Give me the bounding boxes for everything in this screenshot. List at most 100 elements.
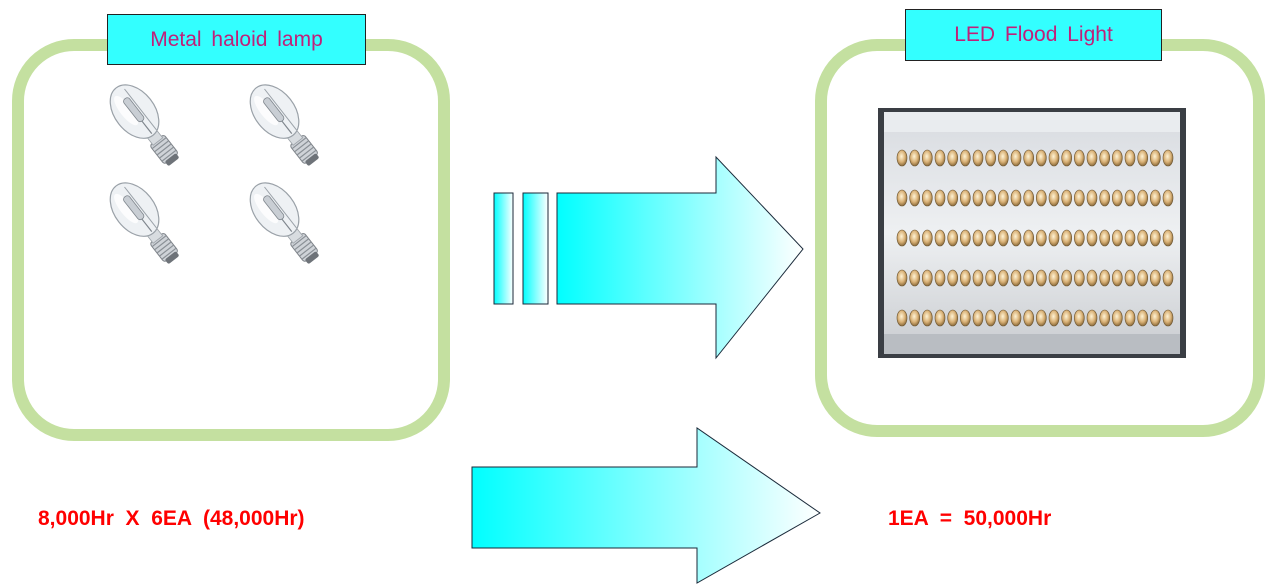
led-emitter: [934, 189, 946, 207]
led-emitter: [909, 269, 921, 287]
led-emitter: [1099, 269, 1110, 287]
led-emitter: [1023, 309, 1034, 327]
led-emitter: [1149, 269, 1161, 287]
led-emitter: [1149, 149, 1161, 167]
led-emitter: [1124, 309, 1136, 327]
led-flood-light-label: LED Flood Light: [905, 9, 1162, 61]
led-emitter: [1036, 309, 1047, 327]
led-emitter: [947, 149, 958, 167]
led-emitter: [896, 309, 908, 327]
led-emitter: [985, 269, 996, 287]
led-emitter: [1162, 149, 1174, 167]
led-emitter: [1149, 229, 1161, 247]
led-emitter: [909, 149, 921, 167]
led-emitter: [896, 149, 908, 167]
led-emitter: [934, 269, 946, 287]
led-emitter: [1010, 309, 1022, 327]
led-emitter: [960, 269, 971, 287]
led-emitter: [1137, 269, 1149, 287]
led-emitter: [1036, 189, 1047, 207]
led-emitter: [1112, 149, 1123, 167]
led-emitter: [1086, 269, 1098, 287]
led-emitter: [1048, 229, 1060, 247]
led-emitter: [972, 229, 984, 247]
led-emitter: [1061, 269, 1072, 287]
led-emitter: [1137, 309, 1149, 327]
led-emitter: [960, 189, 971, 207]
led-emitter: [998, 229, 1009, 247]
led-emitter: [1124, 149, 1136, 167]
led-emitter: [1074, 229, 1085, 247]
led-emitter: [985, 229, 996, 247]
led-emitter: [998, 309, 1009, 327]
led-flood-panel-icon: [878, 108, 1186, 358]
led-emitter: [921, 229, 933, 247]
led-emitter: [1112, 269, 1123, 287]
led-emitter: [909, 229, 921, 247]
led-emitter: [1099, 309, 1110, 327]
led-emitter: [1099, 189, 1110, 207]
led-emitter: [960, 149, 971, 167]
led-emitter: [1162, 269, 1174, 287]
led-emitter: [934, 309, 946, 327]
led-emitter: [1023, 189, 1034, 207]
led-emitter: [1010, 189, 1022, 207]
led-emitter: [1023, 269, 1034, 287]
led-emitter: [985, 189, 996, 207]
led-emitter: [1010, 149, 1022, 167]
led-emitter: [1061, 229, 1072, 247]
led-emitter: [1124, 269, 1136, 287]
led-emitter: [896, 189, 908, 207]
led-emitter: [1112, 229, 1123, 247]
led-emitter: [1137, 229, 1149, 247]
led-emitter: [998, 269, 1009, 287]
led-emitter: [921, 189, 933, 207]
led-emitter: [985, 309, 996, 327]
led-emitter: [985, 149, 996, 167]
led-emitter: [972, 149, 984, 167]
metal-haloid-lifetime-caption: 8,000Hr X 6EA (48,000Hr): [38, 507, 305, 530]
led-emitter: [972, 269, 984, 287]
led-emitter: [960, 229, 971, 247]
led-emitter: [960, 309, 971, 327]
led-emitter: [1149, 309, 1161, 327]
led-emitter: [1149, 189, 1161, 207]
led-emitter: [1124, 229, 1136, 247]
led-emitter: [1137, 149, 1149, 167]
led-emitter: [1048, 269, 1060, 287]
led-emitter: [1162, 229, 1174, 247]
led-emitter: [921, 149, 933, 167]
led-emitter: [1023, 149, 1034, 167]
led-emitter: [1074, 149, 1085, 167]
led-emitter: [1010, 269, 1022, 287]
led-emitter: [1036, 229, 1047, 247]
led-emitter: [1086, 189, 1098, 207]
led-emitter: [1048, 149, 1060, 167]
led-emitter: [1099, 229, 1110, 247]
led-emitter: [1061, 189, 1072, 207]
led-emitter: [934, 229, 946, 247]
led-emitter: [1010, 229, 1022, 247]
led-emitter: [1112, 309, 1123, 327]
led-emitter: [998, 149, 1009, 167]
led-emitter: [947, 189, 958, 207]
led-emitter: [1162, 309, 1174, 327]
led-emitter: [947, 269, 958, 287]
led-emitter: [1023, 229, 1034, 247]
led-emitter: [1074, 309, 1085, 327]
metal-haloid-lamp-label: Metal haloid lamp: [107, 14, 366, 65]
led-emitter: [1048, 189, 1060, 207]
led-emitter: [921, 309, 933, 327]
led-grid: [896, 149, 1174, 327]
led-emitter: [909, 189, 921, 207]
led-emitter: [896, 269, 908, 287]
led-emitter: [1036, 269, 1047, 287]
led-emitter: [1099, 149, 1110, 167]
led-emitter: [1061, 149, 1072, 167]
led-emitter: [934, 149, 946, 167]
led-emitter: [909, 309, 921, 327]
led-emitter: [896, 229, 908, 247]
led-emitter: [1137, 189, 1149, 207]
